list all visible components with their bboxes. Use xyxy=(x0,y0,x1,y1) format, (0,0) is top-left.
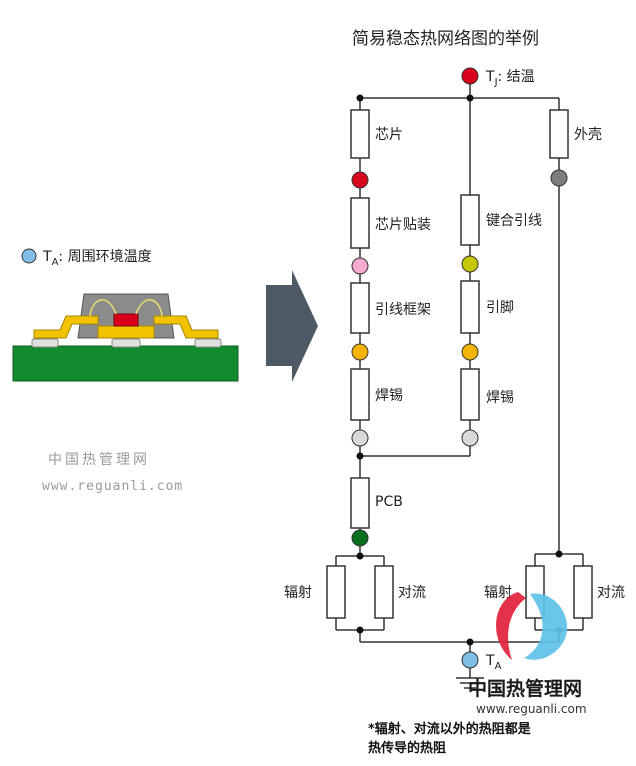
ta-symbol: T xyxy=(485,653,495,669)
junction-dot xyxy=(356,626,364,634)
label-convection-right: 对流 xyxy=(597,585,625,601)
resistor-solder-right xyxy=(460,368,480,421)
junction-dot xyxy=(466,638,474,646)
label-die-attach: 芯片贴装 xyxy=(375,217,431,233)
tj-sub: J xyxy=(494,77,498,88)
resistor-case xyxy=(549,109,569,159)
junction-dot xyxy=(356,552,364,560)
node-die-leadframe xyxy=(351,257,369,275)
ta-label: TA xyxy=(485,653,502,672)
resistors xyxy=(326,109,593,619)
logo-mark xyxy=(496,592,568,660)
node-tj xyxy=(461,67,479,85)
label-pin: 引脚 xyxy=(486,300,514,316)
nodes xyxy=(351,67,568,669)
label-radiation-right: 辐射 xyxy=(484,585,512,601)
node-ta xyxy=(461,651,479,669)
bond-wire-right xyxy=(135,299,163,317)
package-illustration xyxy=(12,293,239,382)
resistor-solder-left xyxy=(350,368,370,421)
junction-dot xyxy=(356,94,364,102)
label-solder-right: 焊锡 xyxy=(486,390,514,406)
label-case: 外壳 xyxy=(574,126,602,143)
watermark-url: www.reguanli.com xyxy=(42,479,183,494)
solder-pad-center xyxy=(111,338,141,348)
ambient-legend-text: : 周围环境温度 xyxy=(58,249,151,265)
label-pcb: PCB xyxy=(375,494,403,510)
note-line-1: *辐射、对流以外的热阻都是 xyxy=(368,721,532,737)
resistor-die-attach xyxy=(350,197,370,249)
bond-wire-left xyxy=(89,299,117,317)
solder-pad-left xyxy=(31,338,59,348)
transform-arrow xyxy=(266,270,318,382)
logo-flame-blue xyxy=(524,593,568,660)
note-line-2: 热传导的热阻 xyxy=(368,740,446,756)
node-pin-solder xyxy=(461,343,479,361)
resistor-pin xyxy=(460,280,480,334)
label-bond-wire: 键合引线 xyxy=(486,213,542,229)
junction-dots xyxy=(356,94,563,646)
resistor-pcb xyxy=(350,477,370,529)
ambient-legend-label: TA: 周围环境温度 xyxy=(42,249,152,268)
logo-flame-red xyxy=(496,592,526,660)
label-solder-left: 焊锡 xyxy=(375,388,403,404)
label-convection-left: 对流 xyxy=(398,585,426,601)
node-chip-die xyxy=(351,171,369,189)
pcb-board xyxy=(12,345,239,382)
tj-label: TJ: 结温 xyxy=(485,69,535,88)
ta-sub: A xyxy=(495,661,502,672)
resistor-convection-right xyxy=(573,565,593,619)
label-radiation-left: 辐射 xyxy=(284,585,312,601)
resistor-radiation-left xyxy=(326,565,346,619)
tj-symbol: T xyxy=(485,69,495,85)
lead-left xyxy=(33,315,99,339)
junction-dot xyxy=(356,452,364,460)
node-solder-right-board xyxy=(461,429,479,447)
die-pad xyxy=(97,325,155,339)
watermark-cn: 中国热管理网 xyxy=(48,452,150,468)
node-leadframe-solder xyxy=(351,343,369,361)
diagram-title: 简易稳态热网络图的举例 xyxy=(352,29,539,49)
node-pcb xyxy=(351,529,369,547)
node-case xyxy=(550,169,568,187)
ambient-node-legend xyxy=(21,248,37,264)
label-chip: 芯片 xyxy=(375,127,403,143)
node-bond-pin xyxy=(461,255,479,273)
junction-dot xyxy=(555,550,563,558)
solder-pad-right xyxy=(194,338,222,348)
tj-text: : 结温 xyxy=(498,69,535,85)
logo-text-url: www.reguanli.com xyxy=(476,702,587,716)
die xyxy=(113,313,139,327)
resistor-bond-wire xyxy=(460,194,480,246)
node-solder-left-board xyxy=(351,429,369,447)
resistor-lead-frame xyxy=(350,282,370,334)
lead-right xyxy=(153,315,219,339)
junction-dot xyxy=(466,94,474,102)
label-lead-frame: 引线框架 xyxy=(375,302,431,318)
resistor-convection-left xyxy=(374,565,394,619)
resistor-chip xyxy=(350,109,370,159)
ambient-legend-symbol: T xyxy=(42,249,52,265)
logo-text-cn: 中国热管理网 xyxy=(468,677,582,700)
ambient-legend-sub: A xyxy=(52,257,59,268)
